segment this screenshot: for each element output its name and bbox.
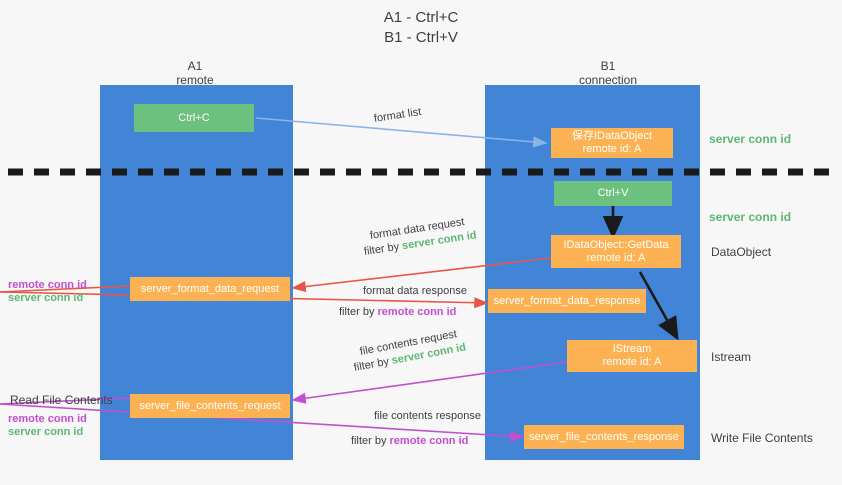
box-idataobject-getdata-line1: IDataObject::GetData [563,238,669,251]
filter-value-remote-conn-id: remote conn id [377,306,457,318]
left-label-server-conn-id-upper: server conn id [8,292,84,304]
left-label-server-conn-id-lower: server conn id [8,426,84,438]
box-istream[interactable]: IStream remote id: A [567,340,697,372]
box-ctrl-c[interactable]: Ctrl+C [134,104,254,132]
box-idataobject-getdata[interactable]: IDataObject::GetData remote id: A [551,235,681,268]
edge-label-format-data-response: format data response [363,285,467,297]
title-line-2: B1 - Ctrl+V [384,29,458,46]
left-label-read-file-contents: Read File Contents [10,393,113,407]
left-label-remote-conn-id-upper: remote conn id [8,279,87,291]
right-label-dataobject: DataObject [711,245,772,259]
page-title: A1 - Ctrl+C B1 - Ctrl+V [0,8,842,48]
filter-prefix: filter by [339,306,378,318]
box-idataobject-getdata-line2: remote id: A [586,251,646,264]
filter-prefix: filter by [352,355,393,374]
right-label-server-conn-id-top: server conn id [709,132,792,146]
edge-label-format-list: format list [373,106,423,125]
column-header-a1: A1 remote [120,59,270,87]
box-save-idataobject-line1: 保存IDataObject [571,130,653,142]
column-header-b1: B1 connection [533,59,683,87]
box-server-file-contents-response-label: server_file_contents_response [529,430,679,443]
right-label-write-file-contents: Write File Contents [711,431,813,445]
column-a1-name: A1 [187,59,203,73]
column-a1-sub: remote [176,73,214,87]
box-ctrl-v[interactable]: Ctrl+V [554,181,672,206]
right-label-server-conn-id-mid: server conn id [709,210,792,224]
box-server-file-contents-request-label: server_file_contents_request [139,399,281,412]
right-label-istream: Istream [711,350,752,364]
box-ctrl-c-label: Ctrl+C [178,111,210,124]
filter-prefix: filter by [363,240,403,258]
column-b1-sub: connection [578,73,638,87]
box-server-format-data-response-label: server_format_data_response [493,294,641,307]
box-server-file-contents-request[interactable]: server_file_contents_request [130,394,290,418]
box-save-idataobject[interactable]: 保存IDataObject remote id: A [551,128,673,158]
edge-label-format-data-response-filter: filter by remote conn id [339,305,456,319]
box-server-format-data-response[interactable]: server_format_data_response [488,289,646,313]
title-line-1: A1 - Ctrl+C [383,9,459,26]
box-server-format-data-request[interactable]: server_format_data_request [130,277,290,301]
box-server-file-contents-response[interactable]: server_file_contents_response [524,425,684,449]
box-istream-line2: remote id: A [602,356,662,368]
edge-label-file-contents-response: file contents response [374,410,482,422]
column-b1-name: B1 [600,59,616,73]
box-ctrl-v-label: Ctrl+V [597,187,629,199]
left-label-remote-conn-id-lower: remote conn id [8,413,87,425]
filter-prefix: filter by [351,435,390,447]
box-server-format-data-request-label: server_format_data_request [140,282,280,295]
box-save-idataobject-line2: remote id: A [582,143,642,155]
box-istream-line1: IStream [612,343,652,355]
edge-label-file-contents-response-filter: filter by remote conn id [351,434,468,448]
filter-value-remote-conn-id: remote conn id [389,435,469,447]
